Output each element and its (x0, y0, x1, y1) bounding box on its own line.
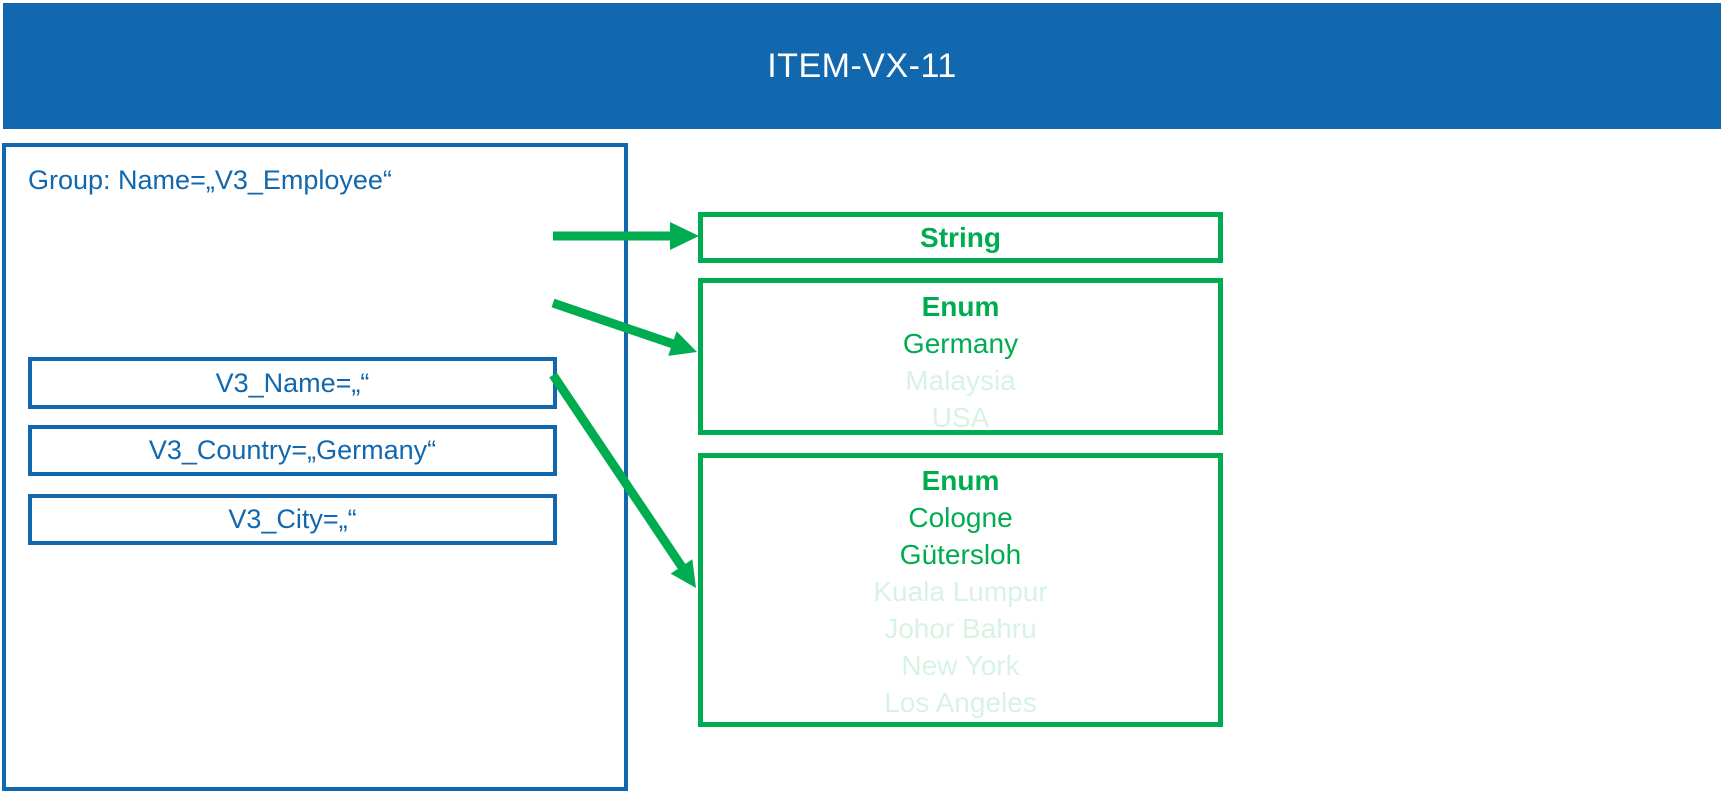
field-box-city: V3_City=„“ (28, 494, 557, 545)
type-title-enum-cities: Enum (921, 465, 1000, 496)
enum-option: Malaysia (905, 365, 1016, 396)
group-label: Group: Name=„V3_Employee“ (28, 165, 392, 195)
enum-option: Kuala Lumpur (873, 576, 1048, 607)
enum-option: Germany (902, 328, 1019, 359)
enum-option: Los Angeles (884, 687, 1037, 718)
field-box-country: V3_Country=„Germany“ (28, 425, 557, 476)
type-title-enum-countries: Enum (921, 291, 1000, 322)
enum-option: Johor Bahru (884, 613, 1037, 644)
enum-option: Gütersloh (899, 539, 1022, 570)
title-bar: ITEM-VX-11 (3, 3, 1721, 129)
enum-option: Cologne (908, 502, 1013, 533)
field-box-name: V3_Name=„“ (28, 357, 557, 409)
enum-option: New York (901, 650, 1020, 681)
group-box: Group: Name=„V3_Employee“ V3_Name=„“ V3_… (2, 143, 628, 791)
field-label-city: V3_City=„“ (228, 504, 357, 534)
enum-option: USA (931, 402, 990, 433)
type-title-string: String (920, 222, 1001, 253)
type-box-string: String (698, 212, 1223, 263)
field-label-name: V3_Name=„“ (215, 367, 370, 398)
page-title: ITEM-VX-11 (767, 46, 957, 85)
field-label-country: V3_Country=„Germany“ (148, 435, 437, 465)
